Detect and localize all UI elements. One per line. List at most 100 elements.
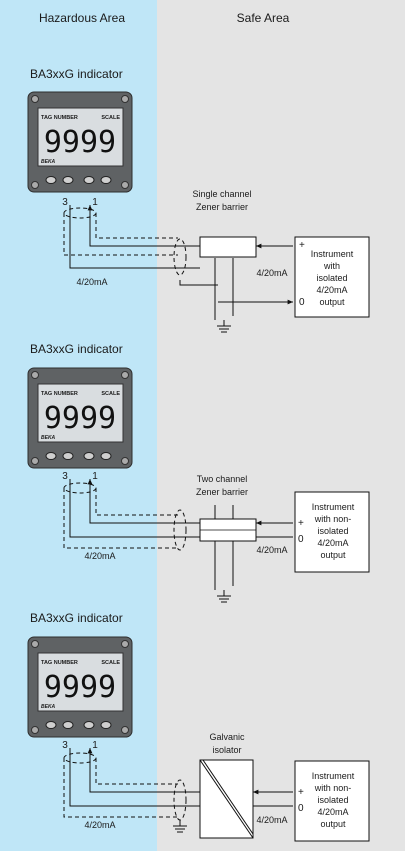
device-title-line1: Single channel: [192, 189, 251, 199]
screw-icon: [121, 181, 129, 189]
screw-icon: [121, 95, 129, 103]
loop-wires: [69, 205, 293, 320]
current-label: 4/20mA: [256, 268, 287, 278]
terminal-3-label: 3: [62, 740, 68, 751]
scale-label: SCALE: [101, 391, 120, 397]
terminal-3-label: 3: [62, 471, 68, 482]
screw-icon: [121, 640, 129, 648]
instrument-line-4: 4/20mA: [317, 807, 348, 817]
instrument-line-5: output: [319, 297, 345, 307]
button-up[interactable]: [62, 452, 74, 460]
hazardous-area-label: Hazardous Area: [39, 11, 125, 25]
button-down[interactable]: [45, 452, 57, 460]
earth-icon: [173, 825, 187, 833]
screw-icon: [121, 371, 129, 379]
device-title-line2: Zener barrier: [196, 487, 248, 497]
screw-icon: [31, 457, 39, 465]
earth-icon: [217, 320, 231, 333]
display-value: 9999: [44, 670, 116, 705]
indicator-title: BA3xxG indicator: [30, 342, 123, 356]
plus-terminal-label: +: [298, 787, 304, 798]
instrument-line-4: 4/20mA: [317, 538, 348, 548]
instrument-line-3: isolated: [317, 526, 348, 536]
isolation-barrier-line: [202, 759, 254, 835]
instrument-box: [294, 236, 370, 318]
screened-cable: [63, 482, 187, 551]
current-label: 4/20mA: [256, 545, 287, 555]
screw-icon: [31, 371, 39, 379]
plus-terminal-label: +: [299, 240, 305, 251]
button-down[interactable]: [45, 721, 57, 729]
brand-logo: BEKA: [41, 704, 56, 710]
section-2-two-channel-zener: BA3xxG indicator TAG NUMBER SCALE 9999 B…: [27, 342, 370, 603]
loop-current-label: 4/20mA: [84, 551, 115, 561]
loop-current-label: 4/20mA: [76, 277, 107, 287]
zero-terminal-label: 0: [298, 803, 304, 814]
button-e[interactable]: [100, 721, 112, 729]
safe-area-label: Safe Area: [237, 11, 290, 25]
screw-icon: [121, 457, 129, 465]
terminal-1-label: 1: [92, 740, 98, 751]
screw-icon: [31, 181, 39, 189]
button-p[interactable]: [83, 176, 95, 184]
zener-barrier: [199, 236, 257, 258]
instrument-line-2: with: [323, 261, 340, 271]
device-title-line2: isolator: [212, 745, 241, 755]
display-value: 9999: [44, 401, 116, 436]
scale-label: SCALE: [101, 660, 120, 666]
instrument-box: [294, 760, 370, 842]
tag-number-label: TAG NUMBER: [41, 115, 78, 121]
instrument-line-3: isolated: [316, 273, 347, 283]
instrument-line-4: 4/20mA: [316, 285, 347, 295]
lcd-display: [37, 383, 124, 443]
screened-cable: [63, 207, 187, 276]
safe-area-zone: [157, 0, 405, 851]
device-title-line1: Two channel: [197, 474, 248, 484]
button-e[interactable]: [100, 176, 112, 184]
zero-terminal-label: 0: [298, 534, 304, 545]
device-title-line1: Galvanic: [209, 732, 245, 742]
button-p[interactable]: [83, 452, 95, 460]
instrument-line-2: with non-: [314, 783, 352, 793]
instrument-line-3: isolated: [317, 795, 348, 805]
screw-icon: [31, 95, 39, 103]
indicator-title: BA3xxG indicator: [30, 67, 123, 81]
indicator-panel: TAG NUMBER SCALE 9999 BEKA: [27, 91, 133, 193]
display-value: 9999: [44, 125, 116, 160]
button-up[interactable]: [62, 176, 74, 184]
instrument-line-5: output: [320, 819, 346, 829]
lcd-display: [37, 652, 124, 712]
button-p[interactable]: [83, 721, 95, 729]
instrument-line-1: Instrument: [312, 771, 355, 781]
lcd-display: [37, 107, 124, 167]
section-3-galvanic-isolator: BA3xxG indicator TAG NUMBER SCALE 9999 B…: [27, 611, 370, 842]
screened-cable: [63, 752, 187, 821]
button-up[interactable]: [62, 721, 74, 729]
isolation-barrier-line: [199, 759, 254, 839]
indicator-panel: TAG NUMBER SCALE 9999 BEKA: [27, 367, 133, 469]
earth-icon: [217, 590, 231, 603]
loop-wires: [69, 748, 293, 826]
instrument-box: [294, 491, 370, 573]
zero-terminal-label: 0: [299, 297, 305, 308]
terminal-1-label: 1: [92, 471, 98, 482]
button-e[interactable]: [100, 452, 112, 460]
current-label: 4/20mA: [256, 815, 287, 825]
instrument-line-2: with non-: [314, 514, 352, 524]
terminal-1-label: 1: [92, 197, 98, 208]
instrument-line-1: Instrument: [312, 502, 355, 512]
instrument-line-1: Instrument: [311, 249, 354, 259]
button-down[interactable]: [45, 176, 57, 184]
brand-logo: BEKA: [41, 159, 56, 165]
section-1-single-channel-zener: BA3xxG indicator TAG NUMBER SCALE 9999 B…: [27, 67, 370, 333]
screw-icon: [31, 640, 39, 648]
instrument-line-5: output: [320, 550, 346, 560]
device-title-line2: Zener barrier: [196, 202, 248, 212]
indicator-title: BA3xxG indicator: [30, 611, 123, 625]
brand-logo: BEKA: [41, 435, 56, 441]
tag-number-label: TAG NUMBER: [41, 660, 78, 666]
terminal-3-label: 3: [62, 197, 68, 208]
loop-current-label: 4/20mA: [84, 820, 115, 830]
